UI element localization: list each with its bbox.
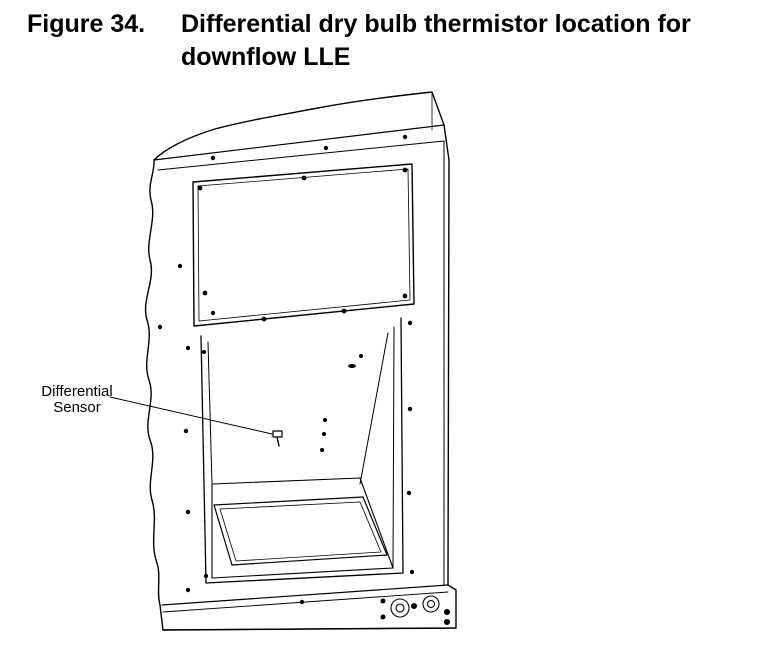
callout-label-line-2: Sensor xyxy=(53,399,101,416)
drain-pan xyxy=(213,496,388,566)
lower-compartment-frame xyxy=(200,317,404,584)
callout-label: Differential Sensor xyxy=(27,384,127,416)
drain-pan-inner xyxy=(219,501,382,562)
floor-opening-top xyxy=(211,477,394,579)
panel-screws xyxy=(157,134,415,605)
top-front-edge xyxy=(157,140,445,171)
base-rail-bottom xyxy=(162,627,457,631)
base-rail-line xyxy=(162,591,449,613)
base-knockouts xyxy=(380,595,451,626)
figure-title: Differential dry bulb thermistor locatio… xyxy=(181,10,691,71)
differential-sensor xyxy=(272,430,283,447)
diagonal-brace xyxy=(359,332,389,485)
lower-compartment-inner-right xyxy=(392,326,395,569)
base-rail-top xyxy=(161,584,449,606)
callout-leader-line xyxy=(109,396,273,435)
cabinet-outline xyxy=(144,91,457,631)
lower-compartment-inner-left xyxy=(207,341,213,485)
figure-number: Figure 34. xyxy=(27,10,146,38)
top-access-panel-inner xyxy=(197,168,411,322)
top-access-panel xyxy=(192,163,415,327)
top-cap-line xyxy=(153,124,445,161)
callout-label-line-1: Differential xyxy=(41,383,113,400)
